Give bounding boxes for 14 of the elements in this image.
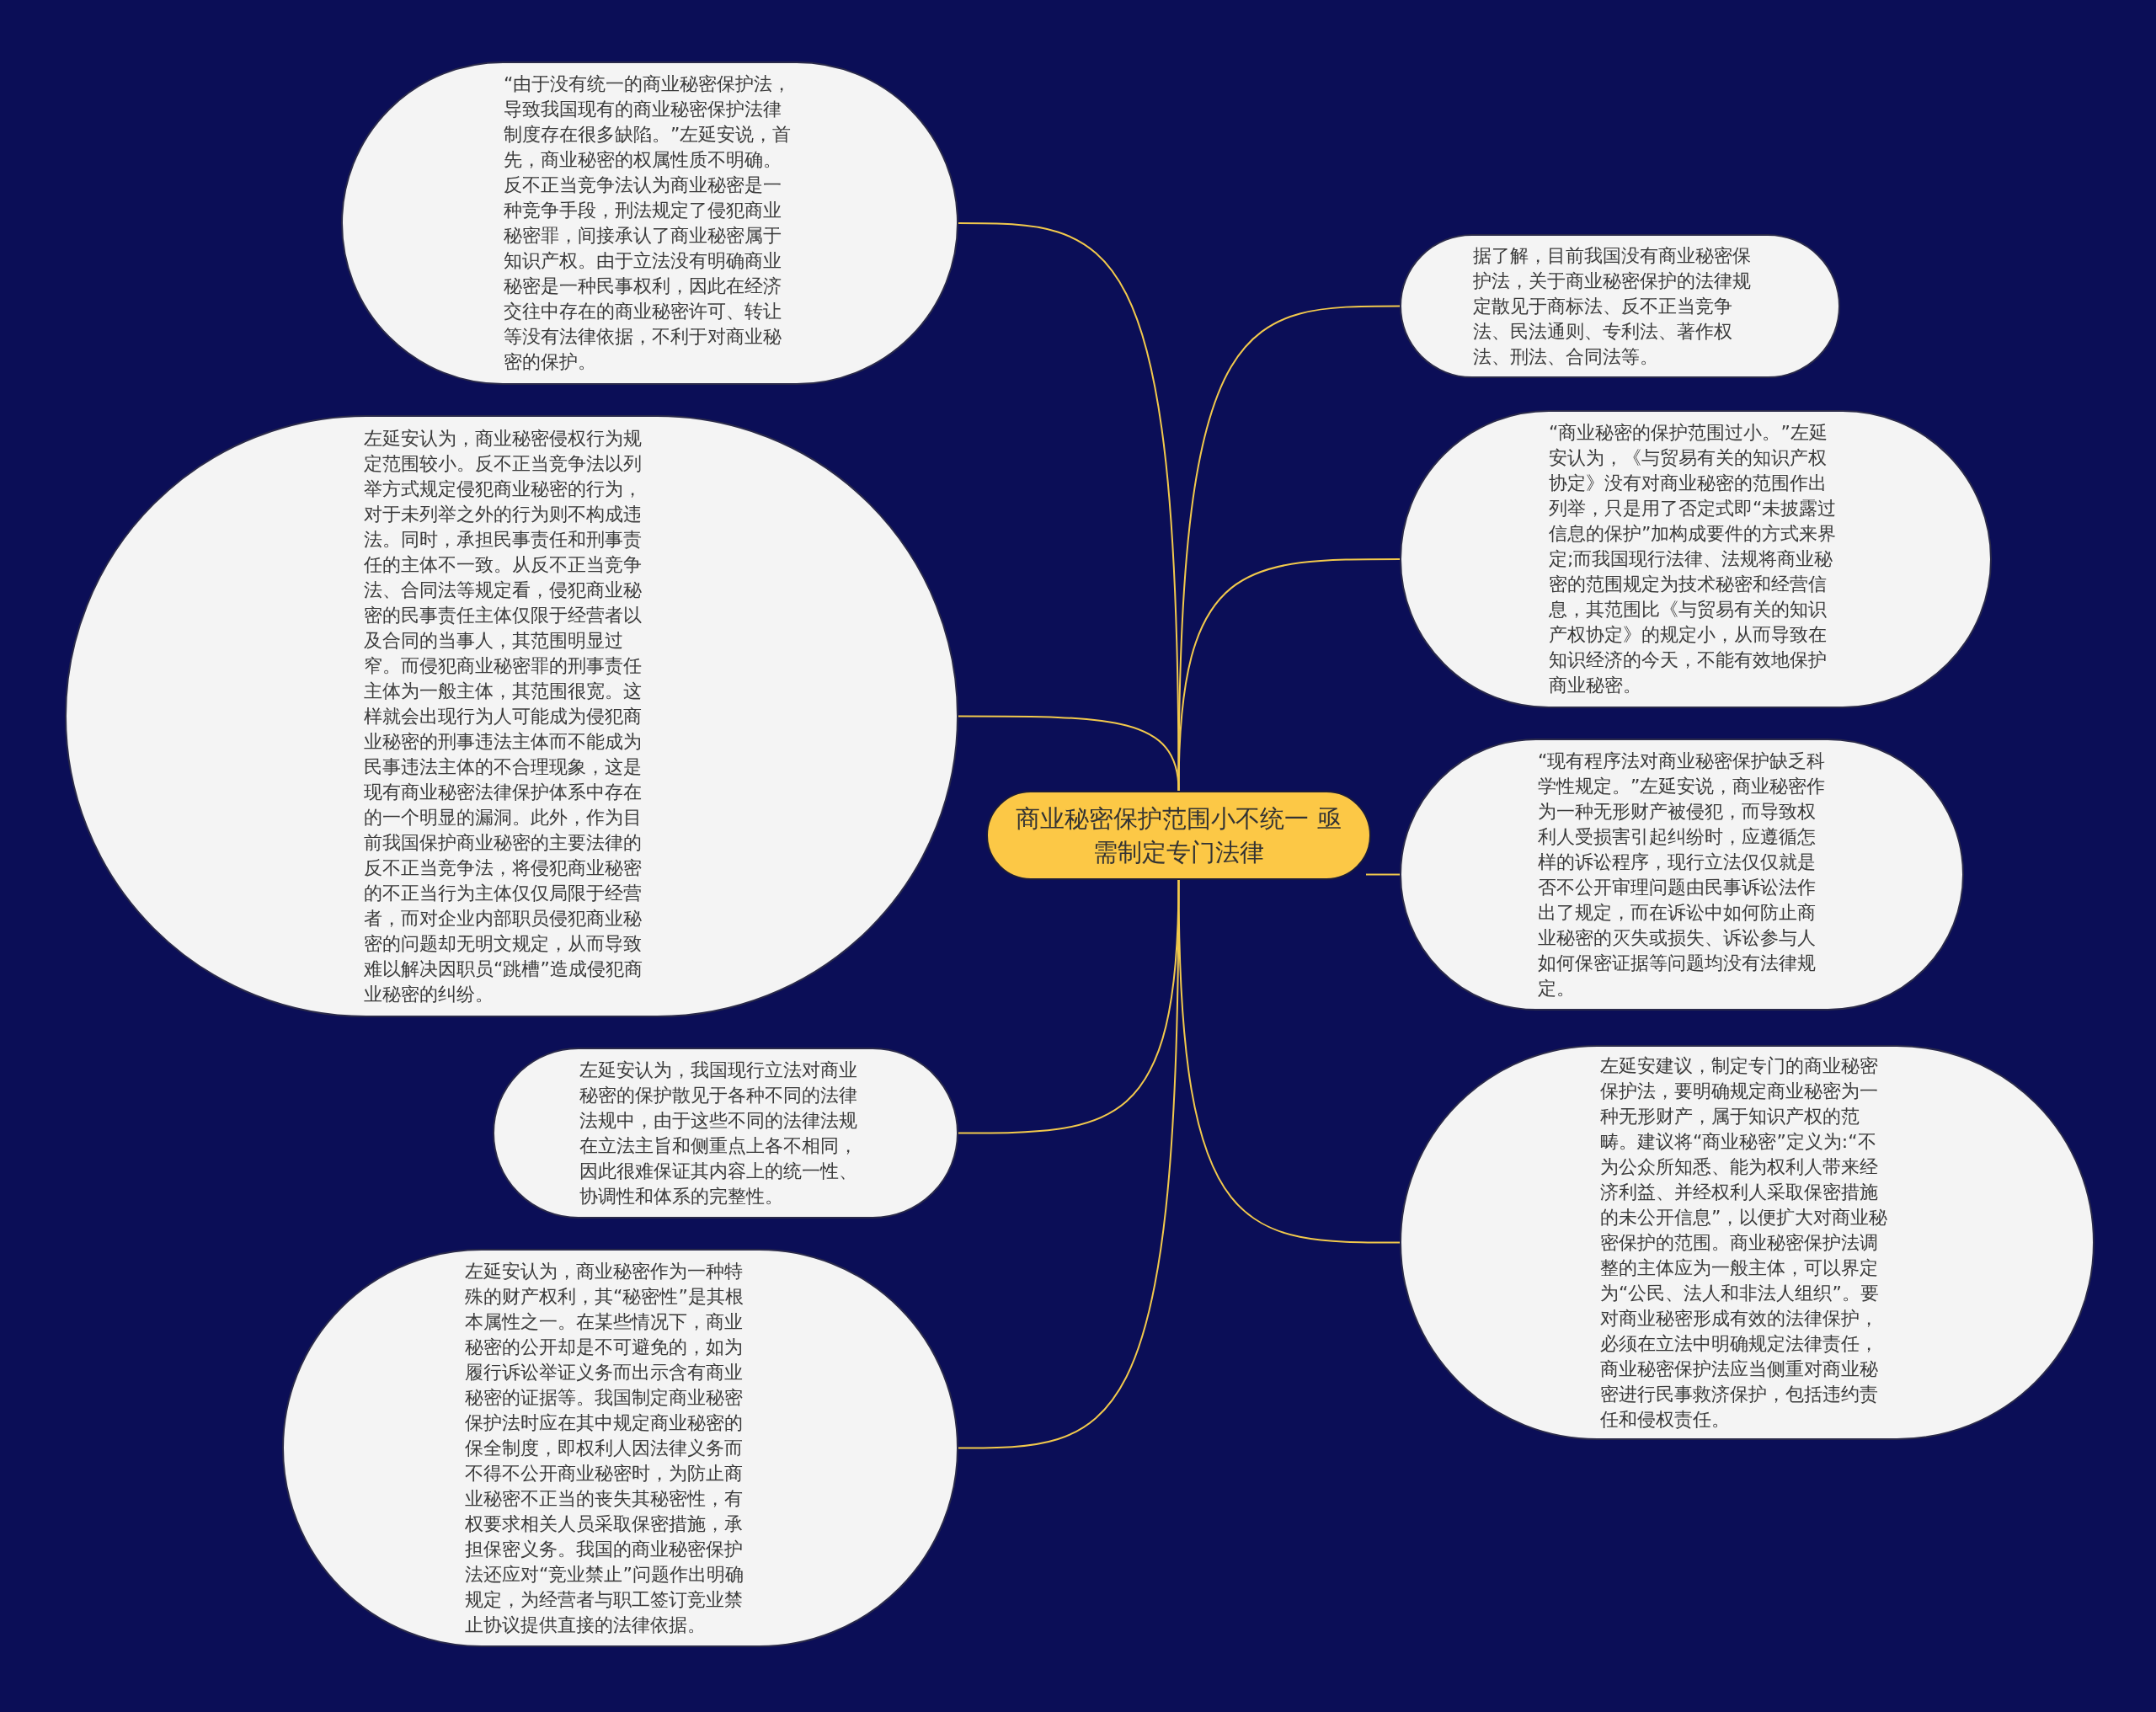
connector-line <box>1177 305 1401 792</box>
connector-line <box>958 879 1180 1449</box>
paragraph-text: 左延安认为，商业秘密侵权行为规定范围较小。反不正当竞争法以列举方式规定侵犯商业秘密的行为，对于未列举之外的行为则不构成违法。同时，承担民事责任和刑事责任的主体不一致。从反不正当竞争法、合同法等规定看，侵犯商业秘密的民事责任主体仅限于经营者以及合同的当事人，其范围明显过窄。而侵犯商业秘密罪的刑事责任主体为一般主体，其范围很宽。这样就会出现行为人可能成为侵犯商业秘密的刑事违法主体而不能成为民事违法主体的不合理现象，这是现有商业秘密法律保护体系中存在的一个明显的漏洞。此外，作为目前我国保护商业秘密的主要法律的反不正当竞争法，将侵犯商业秘密的不正当行为主体仅仅局限于经营者，而对企业内部职员侵犯商业秘密的问题却无明文规定，从而导致难以解决因职员“跳槽”造成侵犯商业秘密的纠纷。 <box>364 426 643 1006</box>
paragraph-text: “现有程序法对商业秘密保护缺乏科学性规定。”左延安说，商业秘密作为一种无形财产被侵犯，而导致权利人受损害引起纠纷时，应遵循怎样的诉讼程序，现行立法仅仅就是否不公开审理问题由民事诉讼法作出了规定，而在诉讼中如何防止商业秘密的灭失或损失、诉讼参与人如何保密证据等问题均没有法律规定。 <box>1538 749 1826 1000</box>
paragraph-text: 左延安建议，制定专门的商业秘密保护法，要明确规定商业秘密为一种无形财产，属于知识产权的范畴。建议将“商业秘密”定义为:“不为公众所知悉、能为权利人带来经济利益、并经权利人采取保密措施的未公开信息”，以便扩大对商业秘密保护的范围。商业秘密保护法调整的主体应为一般主体，可以界定为“公民、法人和非法人组织”。要对商业秘密形成有效的法律保护，必须在立法中明确规定法律责任，商业秘密保护法应当侧重对商业秘密进行民事救济保护，包括违约责任和侵权责任。 <box>1600 1053 1888 1432</box>
topic-title: 商业秘密保护范围小不统一 亟需制定专门法律 <box>1015 803 1342 868</box>
paragraph-text: “由于没有统一的商业秘密保护法，导致我国现有的商业秘密保护法律制度存在很多缺陷。”左延安说，首先，商业秘密的权属性质不明确。反不正当竞争法认为商业秘密是一种竞争手段，刑法规定了侵犯商业秘密罪，间接承认了商业秘密属于知识产权。由于立法没有明确商业秘密是一种民事权利，因此在经济交往中存在的商业秘密许可、转让等没有法律依据，不利于对商业秘密的保护。 <box>504 72 792 374</box>
connector-line <box>1177 879 1401 1244</box>
paragraph-text: 据了解，目前我国没有商业秘密保护法，关于商业秘密保护的法律规定散见于商标法、反不正当竞争法、民法通则、专利法、著作权法、刑法、合同法等。 <box>1473 243 1752 369</box>
connector-line <box>1177 558 1401 792</box>
paragraph-text: 左延安认为，商业秘密作为一种特殊的财产权利，其“秘密性”是其根本属性之一。在某些情况下，商业秘密的公开却是不可避免的，如为履行诉讼举证义务而出示含有商业秘密的证据等。我国制定商业秘密保护法时应在其中规定商业秘密的保全制度，即权利人因法律义务而不得不公开商业秘密时，为防止商业秘密不正当的丧失其秘密性，有权要求相关人员采取保密措施，承担保密义务。我国的商业秘密保护法还应对“竞业禁止”问题作出明确规定，为经营者与职工签订竞业禁止协议提供直接的法律依据。 <box>465 1259 744 1637</box>
paragraph-text: “商业秘密的保护范围过小。”左延安认为，《与贸易有关的知识产权协定》没有对商业秘密的范围作出列举，只是用了否定式即“未披露过信息的保护”加构成要件的方式来界定;而我国现行法律、法规将商业秘密的范围规定为技术秘密和经营信息，其范围比《与贸易有关的知识产权协定》的规定小，从而导致在知识经济的今天，不能有效地保护商业秘密。 <box>1549 421 1837 697</box>
connector-line <box>1365 873 1401 876</box>
paragraph-text: 左延安认为，我国现行立法对商业秘密的保护散见于各种不同的法律法规中，由于这些不同的法律法规在立法主旨和侧重点上各不相同，因此很难保证其内容上的统一性、协调性和体系的完整性。 <box>579 1058 858 1208</box>
